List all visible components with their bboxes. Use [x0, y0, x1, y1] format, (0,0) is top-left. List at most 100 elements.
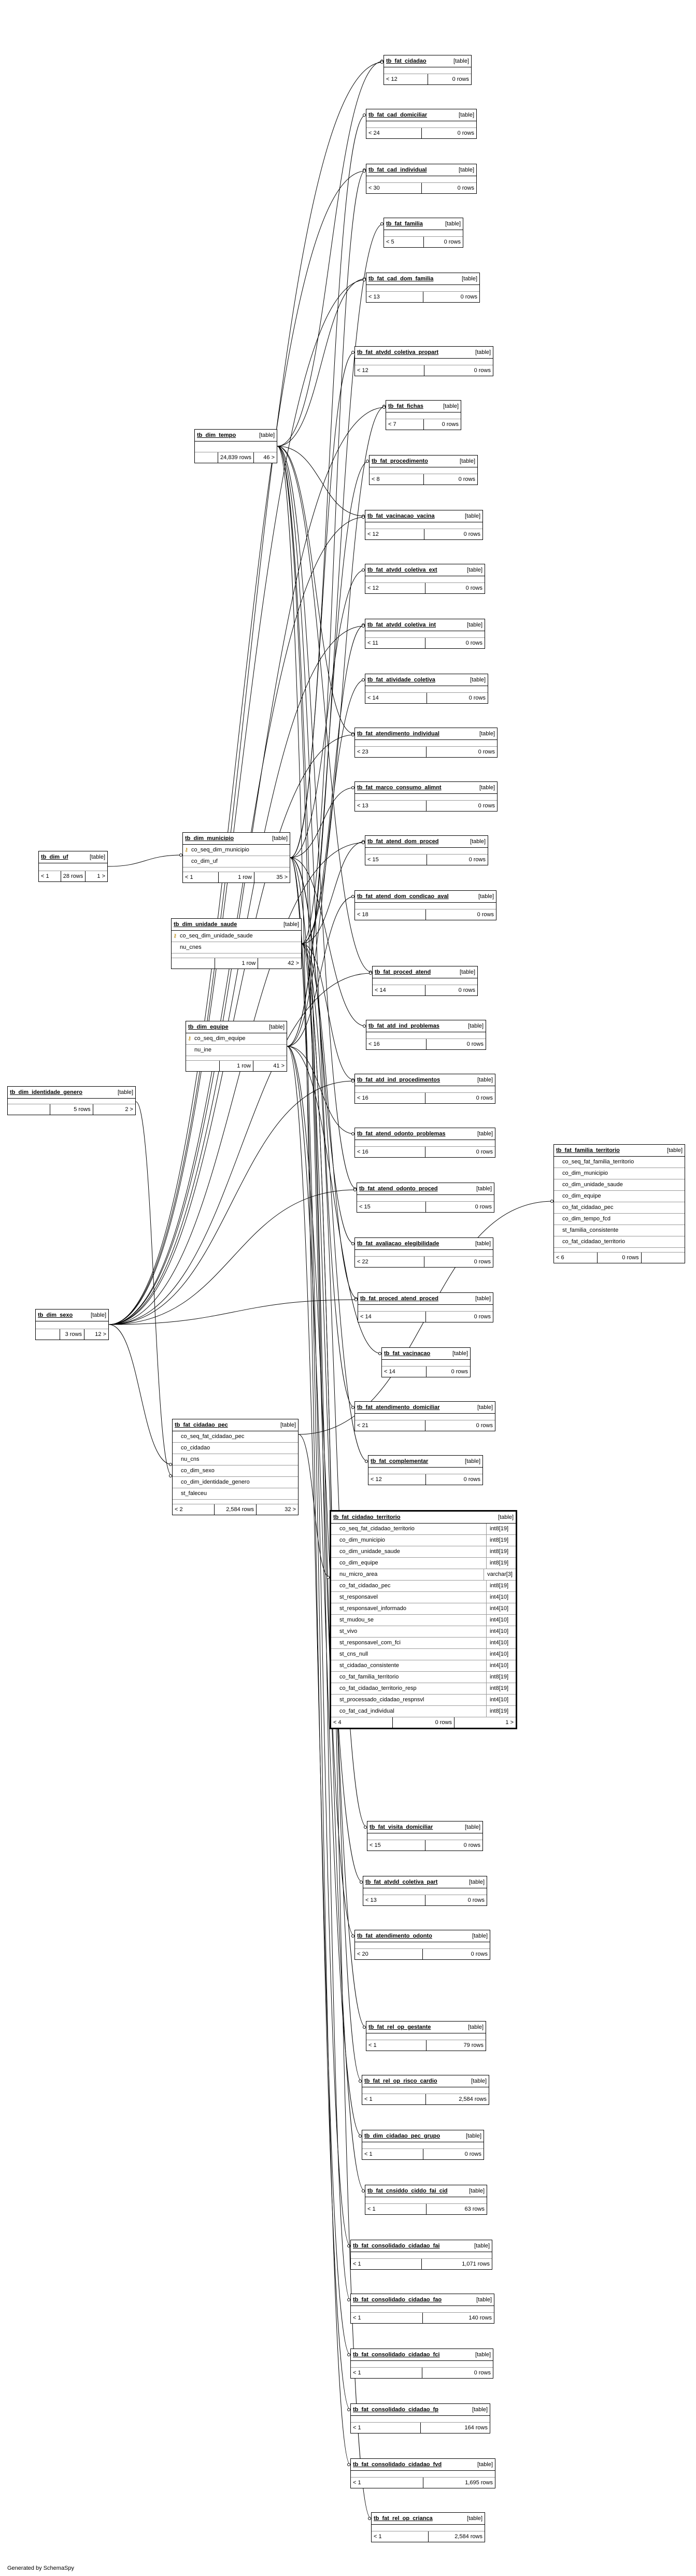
- table-name[interactable]: tb_fat_cad_individual: [368, 167, 427, 173]
- footer-left[interactable]: < 2: [173, 1504, 215, 1515]
- footer-right[interactable]: 32 >: [285, 1506, 296, 1513]
- table-name[interactable]: tb_fat_atend_odonto_proced: [359, 1186, 438, 1192]
- table-tb-fat-atendimento-domiciliar[interactable]: tb_fat_atendimento_domiciliar[table]< 21…: [354, 1401, 495, 1431]
- footer-left[interactable]: < 1: [372, 2531, 429, 2542]
- footer-left[interactable]: < 13: [355, 801, 427, 811]
- table-tb-fat-cidadao-pec[interactable]: tb_fat_cidadao_pec[table] co_seq_fat_cid…: [172, 1419, 299, 1515]
- table-name[interactable]: tb_fat_cidadao_pec: [175, 1422, 228, 1428]
- footer-left[interactable]: < 12: [384, 74, 428, 84]
- table-name[interactable]: tb_fat_consolidado_cidadao_fvd: [353, 2461, 442, 2468]
- table-name[interactable]: tb_dim_cidadao_pec_grupo: [364, 2133, 441, 2139]
- table-name[interactable]: tb_dim_sexo: [38, 1312, 73, 1318]
- table-name[interactable]: tb_fat_atend_odonto_problemas: [357, 1131, 446, 1137]
- table-tb-fat-consolidado-cidadao-fvd[interactable]: tb_fat_consolidado_cidadao_fvd[table]< 1…: [350, 2458, 495, 2488]
- table-name[interactable]: tb_fat_atvdd_coletiva_part: [365, 1879, 438, 1885]
- table-tb-fat-consolidado-cidadao-fao[interactable]: tb_fat_consolidado_cidadao_fao[table]< 1…: [350, 2294, 494, 2324]
- table-name[interactable]: tb_fat_cad_domiciliar: [368, 112, 428, 118]
- footer-left[interactable]: < 12: [368, 1474, 426, 1485]
- footer-left[interactable]: < 8: [370, 474, 424, 485]
- table-name[interactable]: tb_fat_avaliacao_elegibilidade: [357, 1241, 439, 1247]
- table-tb-fat-consolidado-cidadao-fai[interactable]: tb_fat_consolidado_cidadao_fai[table]< 1…: [350, 2240, 492, 2270]
- table-name[interactable]: tb_fat_atvdd_coletiva_int: [367, 622, 436, 628]
- footer-left[interactable]: < 1: [362, 2149, 423, 2159]
- table-name[interactable]: tb_fat_consolidado_cidadao_fp: [353, 2407, 439, 2413]
- footer-right[interactable]: 35 >: [276, 874, 288, 880]
- footer-left[interactable]: < 16: [355, 1147, 425, 1157]
- table-name[interactable]: tb_fat_atvdd_coletiva_propart: [357, 349, 439, 355]
- footer-left[interactable]: < 1: [351, 2368, 422, 2378]
- footer-left[interactable]: < 6: [554, 1253, 598, 1263]
- table-tb-fat-atend-odonto-problemas[interactable]: tb_fat_atend_odonto_problemas[table]< 16…: [354, 1128, 495, 1158]
- footer-right[interactable]: 42 >: [288, 960, 300, 966]
- table-name[interactable]: tb_fat_atend_dom_proced: [367, 838, 439, 845]
- footer-left[interactable]: < 1: [39, 871, 61, 881]
- footer-left[interactable]: < 1: [351, 2478, 423, 2488]
- table-name[interactable]: tb_fat_atendimento_domiciliar: [357, 1404, 440, 1411]
- table-name[interactable]: tb_fat_atividade_coletiva: [367, 677, 435, 683]
- footer-left[interactable]: < 24: [366, 128, 422, 138]
- table-name[interactable]: tb_dim_unidade_saude: [174, 921, 237, 928]
- footer-right[interactable]: 41 >: [273, 1063, 285, 1069]
- table-name[interactable]: tb_fat_atvdd_coletiva_ext: [367, 567, 437, 573]
- table-name[interactable]: tb_dim_municipio: [185, 835, 234, 842]
- table-name[interactable]: tb_fat_cidadao_territorio: [333, 1514, 401, 1520]
- table-name[interactable]: tb_fat_visita_domiciliar: [370, 1824, 433, 1830]
- footer-left[interactable]: < 30: [366, 183, 422, 193]
- footer-left[interactable]: < 15: [365, 855, 427, 865]
- footer-left[interactable]: < 4: [331, 1717, 393, 1728]
- table-name[interactable]: tb_fat_atendimento_odonto: [357, 1933, 432, 1939]
- footer-left[interactable]: < 1: [351, 2313, 423, 2323]
- table-name[interactable]: tb_fat_proced_atend: [375, 969, 431, 975]
- table-name[interactable]: tb_fat_cad_dom_familia: [368, 276, 434, 282]
- footer-right[interactable]: 12 >: [95, 1331, 106, 1337]
- footer-right[interactable]: 2 >: [125, 1106, 133, 1113]
- footer-left[interactable]: < 1: [183, 872, 219, 883]
- footer-left[interactable]: < 23: [355, 747, 427, 757]
- footer-right[interactable]: 1 >: [97, 873, 105, 879]
- table-name[interactable]: tb_fat_proced_atend_proced: [360, 1296, 438, 1302]
- table-tb-fat-atend-dom-condicao-aval[interactable]: tb_fat_atend_dom_condicao_aval[table]< 1…: [354, 890, 496, 920]
- table-name[interactable]: tb_dim_equipe: [188, 1024, 229, 1030]
- table-name[interactable]: tb_fat_cidadao: [386, 58, 427, 64]
- table-name[interactable]: tb_fat_rel_op_risco_cardio: [364, 2078, 437, 2084]
- table-tb-dim-equipe[interactable]: tb_dim_equipe[table] co_seq_dim_equipe n…: [186, 1021, 287, 1072]
- table-name[interactable]: tb_fat_familia_territorio: [556, 1147, 620, 1154]
- footer-left[interactable]: < 11: [365, 638, 425, 648]
- footer-left[interactable]: < 13: [363, 1895, 425, 1905]
- table-name[interactable]: tb_fat_consolidado_cidadao_fai: [353, 2243, 440, 2249]
- footer-left[interactable]: < 12: [355, 365, 424, 376]
- footer-left[interactable]: < 14: [358, 1312, 426, 1322]
- table-name[interactable]: tb_fat_vacinacao_vacina: [367, 513, 435, 519]
- footer-left[interactable]: < 1: [351, 2259, 422, 2269]
- footer-left[interactable]: < 1: [366, 2040, 427, 2051]
- table-tb-fat-familia-territorio[interactable]: tb_fat_familia_territorio[table] co_seq_…: [553, 1144, 685, 1263]
- footer-right[interactable]: 46 >: [263, 454, 275, 461]
- table-name[interactable]: tb_fat_marco_consumo_alimnt: [357, 785, 442, 791]
- footer-left[interactable]: < 21: [355, 1420, 425, 1431]
- table-name[interactable]: tb_fat_atend_dom_condicao_aval: [357, 893, 449, 900]
- table-tb-dim-municipio[interactable]: tb_dim_municipio[table] co_seq_dim_munic…: [182, 832, 290, 883]
- footer-left[interactable]: < 16: [355, 1093, 425, 1103]
- table-name[interactable]: tb_dim_identidade_genero: [10, 1089, 82, 1095]
- footer-left[interactable]: < 14: [373, 985, 425, 995]
